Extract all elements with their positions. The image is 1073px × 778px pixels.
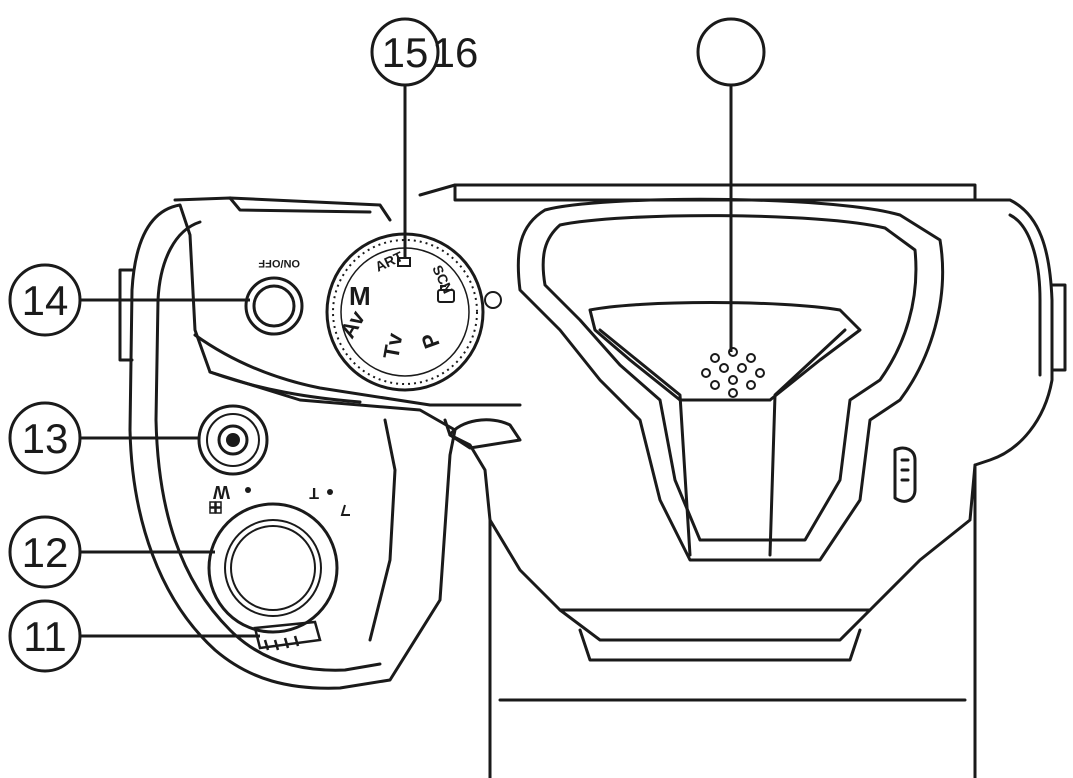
power-button[interactable] <box>244 276 304 336</box>
callout-13: 13 <box>22 415 69 462</box>
zoom-tele-label: T <box>309 484 319 501</box>
callout-15-circle <box>370 17 440 87</box>
zoom-wide-label: W <box>213 482 230 502</box>
zoom-lever[interactable] <box>253 620 322 651</box>
callout-16: 16 <box>432 29 479 76</box>
zoom-wide-dot <box>245 487 251 493</box>
lens-housing <box>418 183 1054 612</box>
callout-13-circle <box>8 401 82 475</box>
callout-14: 14 <box>22 277 69 324</box>
dial-camera-mode-icon <box>437 285 455 303</box>
callout-14-circle <box>8 263 82 337</box>
dial-side-mark <box>484 291 502 309</box>
zoom-tele-dot <box>327 489 333 495</box>
zoom-wide-icon <box>209 501 222 514</box>
microphone-holes <box>701 347 765 398</box>
callout-11-circle <box>8 599 82 673</box>
callout-11: 11 <box>23 613 67 660</box>
power-label: ON/OFF <box>258 257 300 269</box>
callout-12: 12 <box>22 529 69 576</box>
leader-lines <box>81 86 733 638</box>
callout-12-circle <box>8 515 82 589</box>
camera-body-outline <box>128 203 457 690</box>
shutter-button[interactable] <box>207 502 339 634</box>
flash-hood <box>516 197 945 562</box>
zoom-tele-icon <box>340 504 350 516</box>
mode-dial[interactable] <box>325 232 485 392</box>
callout-15: 15 <box>382 29 429 76</box>
dial-label-m: M <box>349 281 371 311</box>
dial-label-tv: Tv <box>378 330 407 360</box>
record-button[interactable] <box>197 404 269 476</box>
callout-17-circle <box>696 17 766 87</box>
